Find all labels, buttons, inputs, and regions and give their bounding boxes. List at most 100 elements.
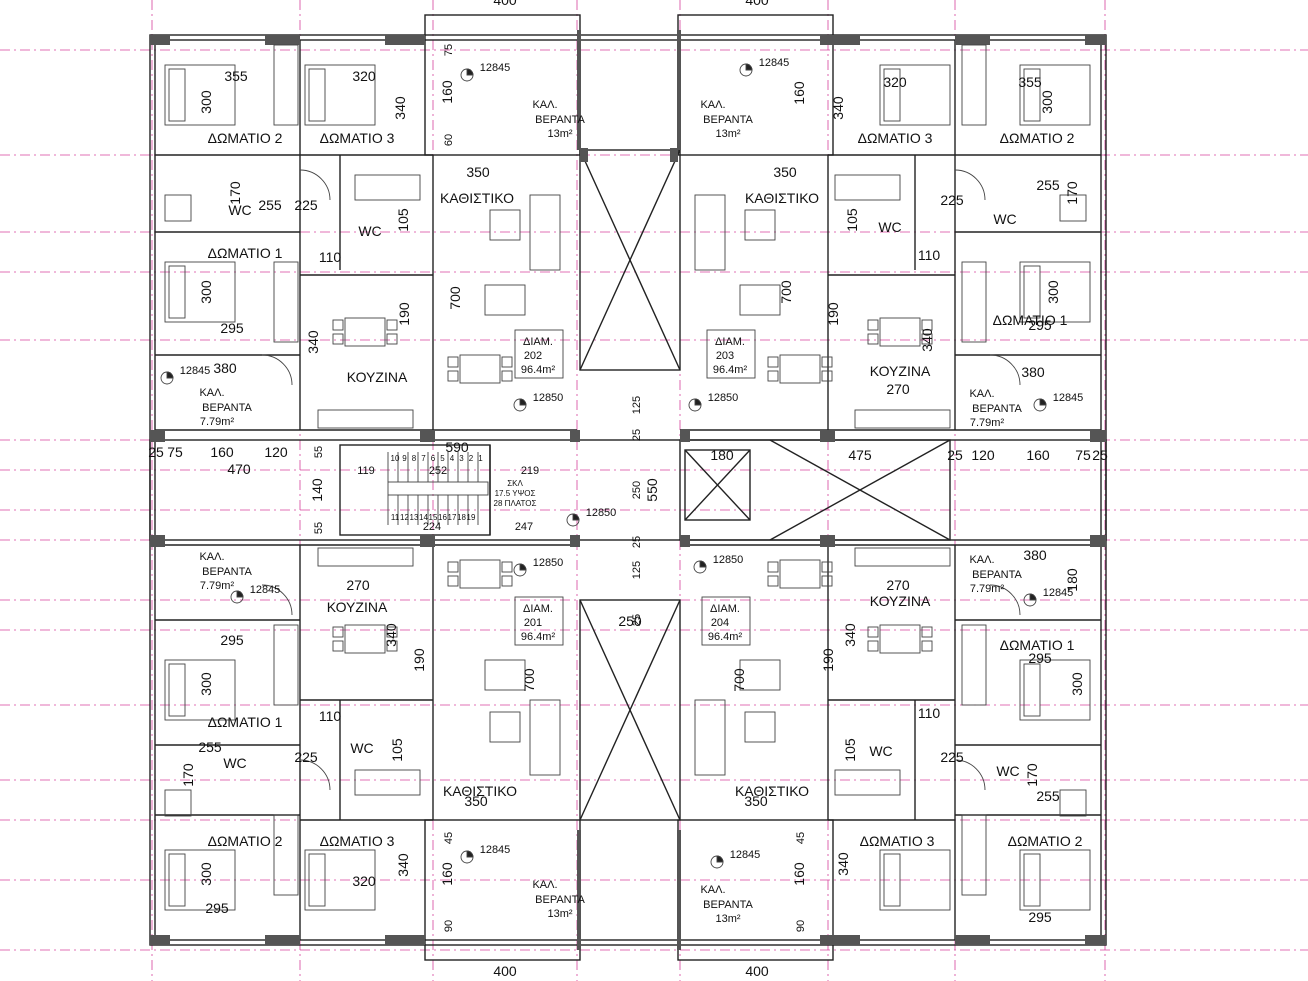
room-label: ΔΩΜΑΤΙΟ 1 (1000, 637, 1075, 653)
pillow (308, 853, 326, 907)
veranda-label: ΒΕΡΑΝΤΑ (202, 402, 252, 414)
wardrobe (273, 624, 299, 706)
veranda-area: 7.79m² (970, 583, 1005, 595)
stair-step-number: 13 (410, 513, 419, 522)
room-label: ΔΩΜΑΤΙΟ 1 (208, 714, 283, 730)
dimension-label: 120 (971, 447, 995, 463)
dimension-label: 295 (205, 900, 229, 916)
dimension-label: 225 (294, 749, 318, 765)
pillow (168, 265, 186, 319)
dimension-label: 160 (791, 862, 807, 886)
dimension-label: 180 (1064, 568, 1080, 592)
sofa (484, 659, 526, 691)
wall-block (677, 830, 681, 950)
chair (921, 319, 933, 331)
kitchen-sink-counter (317, 409, 414, 429)
wall-block (680, 535, 690, 547)
level-marker-fill (519, 563, 527, 571)
stair-step-number: 4 (450, 454, 455, 463)
level-value: 12845 (480, 62, 511, 74)
sofa (484, 284, 526, 316)
stair-step-number: 18 (457, 513, 466, 522)
level-value: 12850 (713, 554, 744, 566)
corridor-cross (769, 439, 951, 541)
level-marker-fill (466, 850, 474, 858)
dimension-label: 190 (396, 302, 412, 326)
bed (1019, 261, 1091, 323)
level-value: 12845 (1053, 392, 1084, 404)
apt-area: 96.4m² (708, 631, 743, 643)
shower (1059, 194, 1087, 222)
bed (164, 849, 236, 911)
dimension-label: 350 (466, 164, 490, 180)
apt-label: ΔΙΑΜ. (710, 603, 740, 615)
dimension-label: 120 (264, 444, 288, 460)
apt-box (514, 596, 564, 646)
room-label: ΚΟΥΖΙΝΑ (870, 363, 931, 379)
shaft-top (579, 149, 681, 371)
dimension-label: 340 (395, 853, 411, 877)
veranda-area: 7.79m² (200, 416, 235, 428)
door-swing (299, 169, 331, 201)
wall-block (385, 35, 425, 45)
shaft-cross (579, 149, 681, 371)
dimension-label: 270 (886, 381, 910, 397)
level-value: 12845 (480, 844, 511, 856)
dimension-label: 170 (180, 763, 196, 787)
dimension-label: 255 (198, 739, 222, 755)
wall-block (420, 535, 435, 547)
dimension-label: 160 (439, 80, 455, 104)
dimension-label: 295 (1028, 650, 1052, 666)
dimension-label: 110 (319, 249, 342, 265)
wall-block (677, 30, 681, 150)
bed (304, 64, 376, 126)
sofa (739, 284, 781, 316)
room-label: WC (228, 202, 251, 218)
balcony-top-right (677, 14, 834, 156)
wall-block (385, 935, 425, 945)
dimension-label: 400 (745, 0, 769, 8)
dimension-label: 400 (493, 0, 517, 8)
pillow (883, 68, 901, 122)
sofa-long (694, 699, 726, 776)
kitchen-counter (834, 174, 901, 201)
wall-block (670, 148, 678, 162)
dimension-label: 90 (443, 920, 455, 932)
shower (164, 789, 192, 817)
dimension-label: 190 (820, 648, 836, 672)
level-value: 12845 (250, 584, 281, 596)
dimension-label: 110 (319, 708, 342, 724)
chair (447, 575, 459, 587)
dimension-label: 255 (258, 197, 282, 213)
chair (501, 356, 513, 368)
chair (447, 561, 459, 573)
dimension-label: 470 (227, 461, 251, 477)
sofa (739, 659, 781, 691)
stair-step-number: 3 (459, 454, 464, 463)
sofa-long (694, 194, 726, 271)
dimension-label: 125 (631, 561, 643, 579)
dimension-label: 160 (210, 444, 234, 460)
wardrobe (961, 814, 987, 896)
dimension-label: 295 (1028, 909, 1052, 925)
wardrobe (961, 624, 987, 706)
dimension-label: 170 (1064, 181, 1080, 205)
bed (879, 64, 951, 126)
stair-step-number: 6 (431, 454, 436, 463)
room-label: ΔΩΜΑΤΙΟ 1 (208, 245, 283, 261)
level-marker-fill (519, 398, 527, 406)
dimension-label: 300 (198, 672, 214, 696)
dimension-label: 300 (1069, 672, 1085, 696)
chair (332, 626, 344, 638)
shower (164, 194, 192, 222)
veranda-label: ΚΑΛ. (199, 551, 224, 563)
chair (867, 626, 879, 638)
stair-step-number: 8 (412, 454, 417, 463)
apt-number: 203 (716, 350, 734, 362)
bed (1019, 849, 1091, 911)
dimension-label: 550 (644, 478, 660, 502)
dimension-label: 25 (1092, 447, 1108, 463)
wardrobe (273, 814, 299, 896)
room-label: ΔΩΜΑΤΙΟ 2 (1000, 130, 1075, 146)
pillow (308, 68, 326, 122)
